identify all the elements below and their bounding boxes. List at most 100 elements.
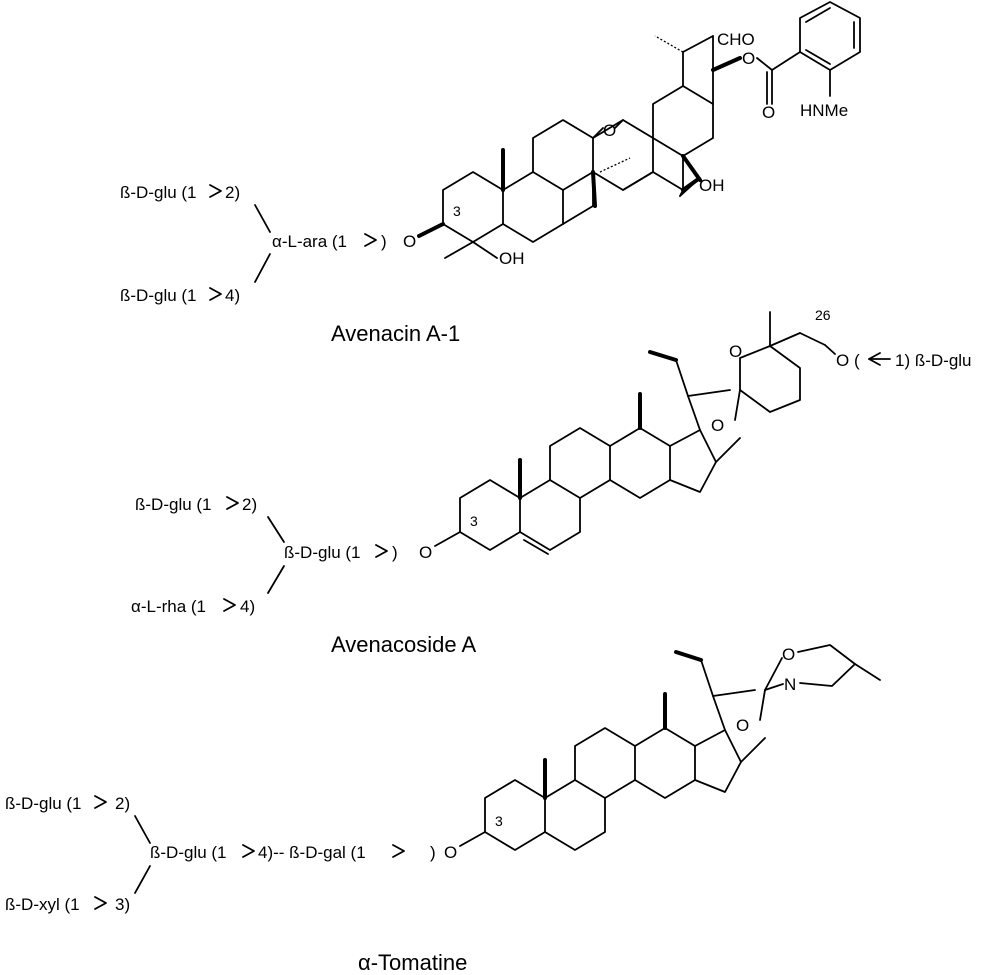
- arrow-icon: [209, 184, 222, 198]
- bond: [769, 332, 801, 347]
- tomatine-sugar-top: ß-D-glu (1: [5, 794, 82, 813]
- avenacoside-sugar-mid-link: ): [392, 543, 398, 562]
- avenacin-oh-a: OH: [499, 249, 525, 268]
- glycosidic-bond: [134, 815, 151, 844]
- benzene-ring: [799, 1, 861, 71]
- avenacin-ester-o: O: [742, 49, 755, 68]
- methyl-bond: [444, 241, 474, 259]
- avenacin-sugar-bot-link: 4): [225, 286, 240, 305]
- arrow-icon: [242, 844, 255, 858]
- arrow-icon: [94, 896, 107, 910]
- ring-a: [442, 171, 504, 243]
- avenacoside-glu26: 1) ß-D-glu: [895, 351, 972, 370]
- avenacin-sugar-mid: α-L-ara (1: [272, 232, 347, 251]
- ring-a: [459, 479, 521, 551]
- ring-a: [484, 779, 546, 851]
- avenacoside-ring-o2: O: [729, 342, 742, 361]
- avenacin-name: Avenacin A-1: [331, 321, 460, 346]
- ring-f: [739, 345, 801, 413]
- bond: [562, 205, 594, 225]
- arrow-icon: [375, 544, 388, 558]
- tomatine-sugar-bot: ß-D-xyl (1: [5, 895, 80, 914]
- ester-wedge: [711, 56, 742, 72]
- avenacin-carbonyl-o: O: [762, 103, 775, 122]
- avenacin-nhme: HNMe: [800, 101, 848, 120]
- ring-b: [519, 479, 581, 551]
- glycosidic-bond: [267, 516, 285, 543]
- ring-c: [549, 427, 611, 499]
- ring-f: [797, 644, 856, 687]
- avenacoside-ring-o1: O: [711, 416, 724, 435]
- avenacoside-a-structure: ß-D-glu (1 2) ß-D-glu (1 ) α-L-rha (1 4)…: [131, 307, 972, 657]
- ring-b: [544, 779, 606, 851]
- aromatic-bond: [805, 49, 831, 65]
- methyl-bond: [591, 170, 597, 208]
- arrow-icon: [223, 598, 236, 612]
- bond: [764, 657, 783, 691]
- tomatine-sugar-mid-end: ): [430, 843, 436, 862]
- bond: [622, 171, 654, 191]
- oh-bond: [681, 178, 699, 192]
- cyclopropane-hashed: [599, 157, 631, 173]
- avenacoside-sugar-mid: ß-D-glu (1: [284, 543, 361, 562]
- avenacin-sugar-top: ß-D-glu (1: [120, 183, 197, 202]
- avenacin-sugar-bot: ß-D-glu (1: [120, 286, 197, 305]
- glycosidic-bond: [267, 565, 285, 594]
- arrow-icon: [226, 496, 239, 510]
- bond: [682, 35, 714, 53]
- methyl-bond: [854, 663, 881, 681]
- avenacin-c3: 3: [453, 203, 461, 219]
- glycosidic-bond: [254, 253, 271, 283]
- ring-c2: [634, 727, 696, 799]
- bond: [652, 171, 684, 191]
- bond: [700, 659, 714, 697]
- avenacoside-sugar-top-link: 2): [242, 495, 257, 514]
- arrow-icon: [209, 287, 222, 301]
- avenacoside-sugar-top: ß-D-glu (1: [135, 495, 212, 514]
- arrow-icon: [364, 233, 377, 247]
- avenacoside-c26: 26: [815, 307, 831, 323]
- bond: [756, 57, 773, 71]
- methyl-bond: [648, 350, 678, 362]
- ring-e: [652, 85, 714, 157]
- ring-d: [694, 729, 742, 793]
- tomatine-ring-o1: O: [736, 716, 749, 735]
- bond: [771, 51, 801, 71]
- bond: [824, 344, 836, 355]
- bond: [799, 332, 826, 346]
- glycosidic-bond: [254, 204, 271, 233]
- wedge-bond: [417, 222, 445, 238]
- methyl-hashed: [654, 35, 684, 53]
- avenacin-sugar-top-link: 2): [225, 183, 240, 202]
- glycosidic-bond: [134, 865, 151, 894]
- ring-b: [502, 171, 564, 243]
- tomatine-c3: 3: [495, 813, 503, 829]
- bond: [734, 389, 741, 421]
- avenacin-a1-structure: ß-D-glu (1 2) α-L-ara (1 ) ß-D-glu (1 4)…: [120, 1, 861, 346]
- avenacoside-sugar-bot-link: 4): [240, 597, 255, 616]
- tomatine-name: α-Tomatine: [358, 950, 467, 975]
- arrow-icon: [392, 844, 405, 858]
- avenacin-o3: O: [403, 232, 416, 251]
- tomatine-sugar-mid: ß-D-glu (1: [150, 843, 227, 862]
- tomatine-sugar-mid-link: 4)-- ß-D-gal (1: [258, 843, 366, 862]
- tomatine-o3: O: [444, 843, 457, 862]
- avenacoside-sugar-bot: α-L-rha (1: [131, 597, 206, 616]
- avenacin-oh-b: OH: [699, 176, 725, 195]
- methyl-bond: [681, 154, 702, 182]
- ring-d: [669, 429, 717, 493]
- bond: [459, 831, 486, 847]
- bond: [764, 683, 784, 691]
- methyl-bond: [674, 650, 703, 662]
- avenacoside-o26: O (: [836, 351, 860, 370]
- arrow-icon: [94, 795, 107, 809]
- bond: [740, 737, 766, 763]
- avenacin-cho: CHO: [717, 30, 755, 49]
- bond: [675, 359, 689, 397]
- oh-bond: [472, 241, 498, 259]
- bond: [592, 127, 604, 139]
- avenacin-epoxide-o: O: [603, 121, 616, 140]
- ring-c: [574, 727, 636, 799]
- avenacin-sugar-mid-link: ): [381, 232, 387, 251]
